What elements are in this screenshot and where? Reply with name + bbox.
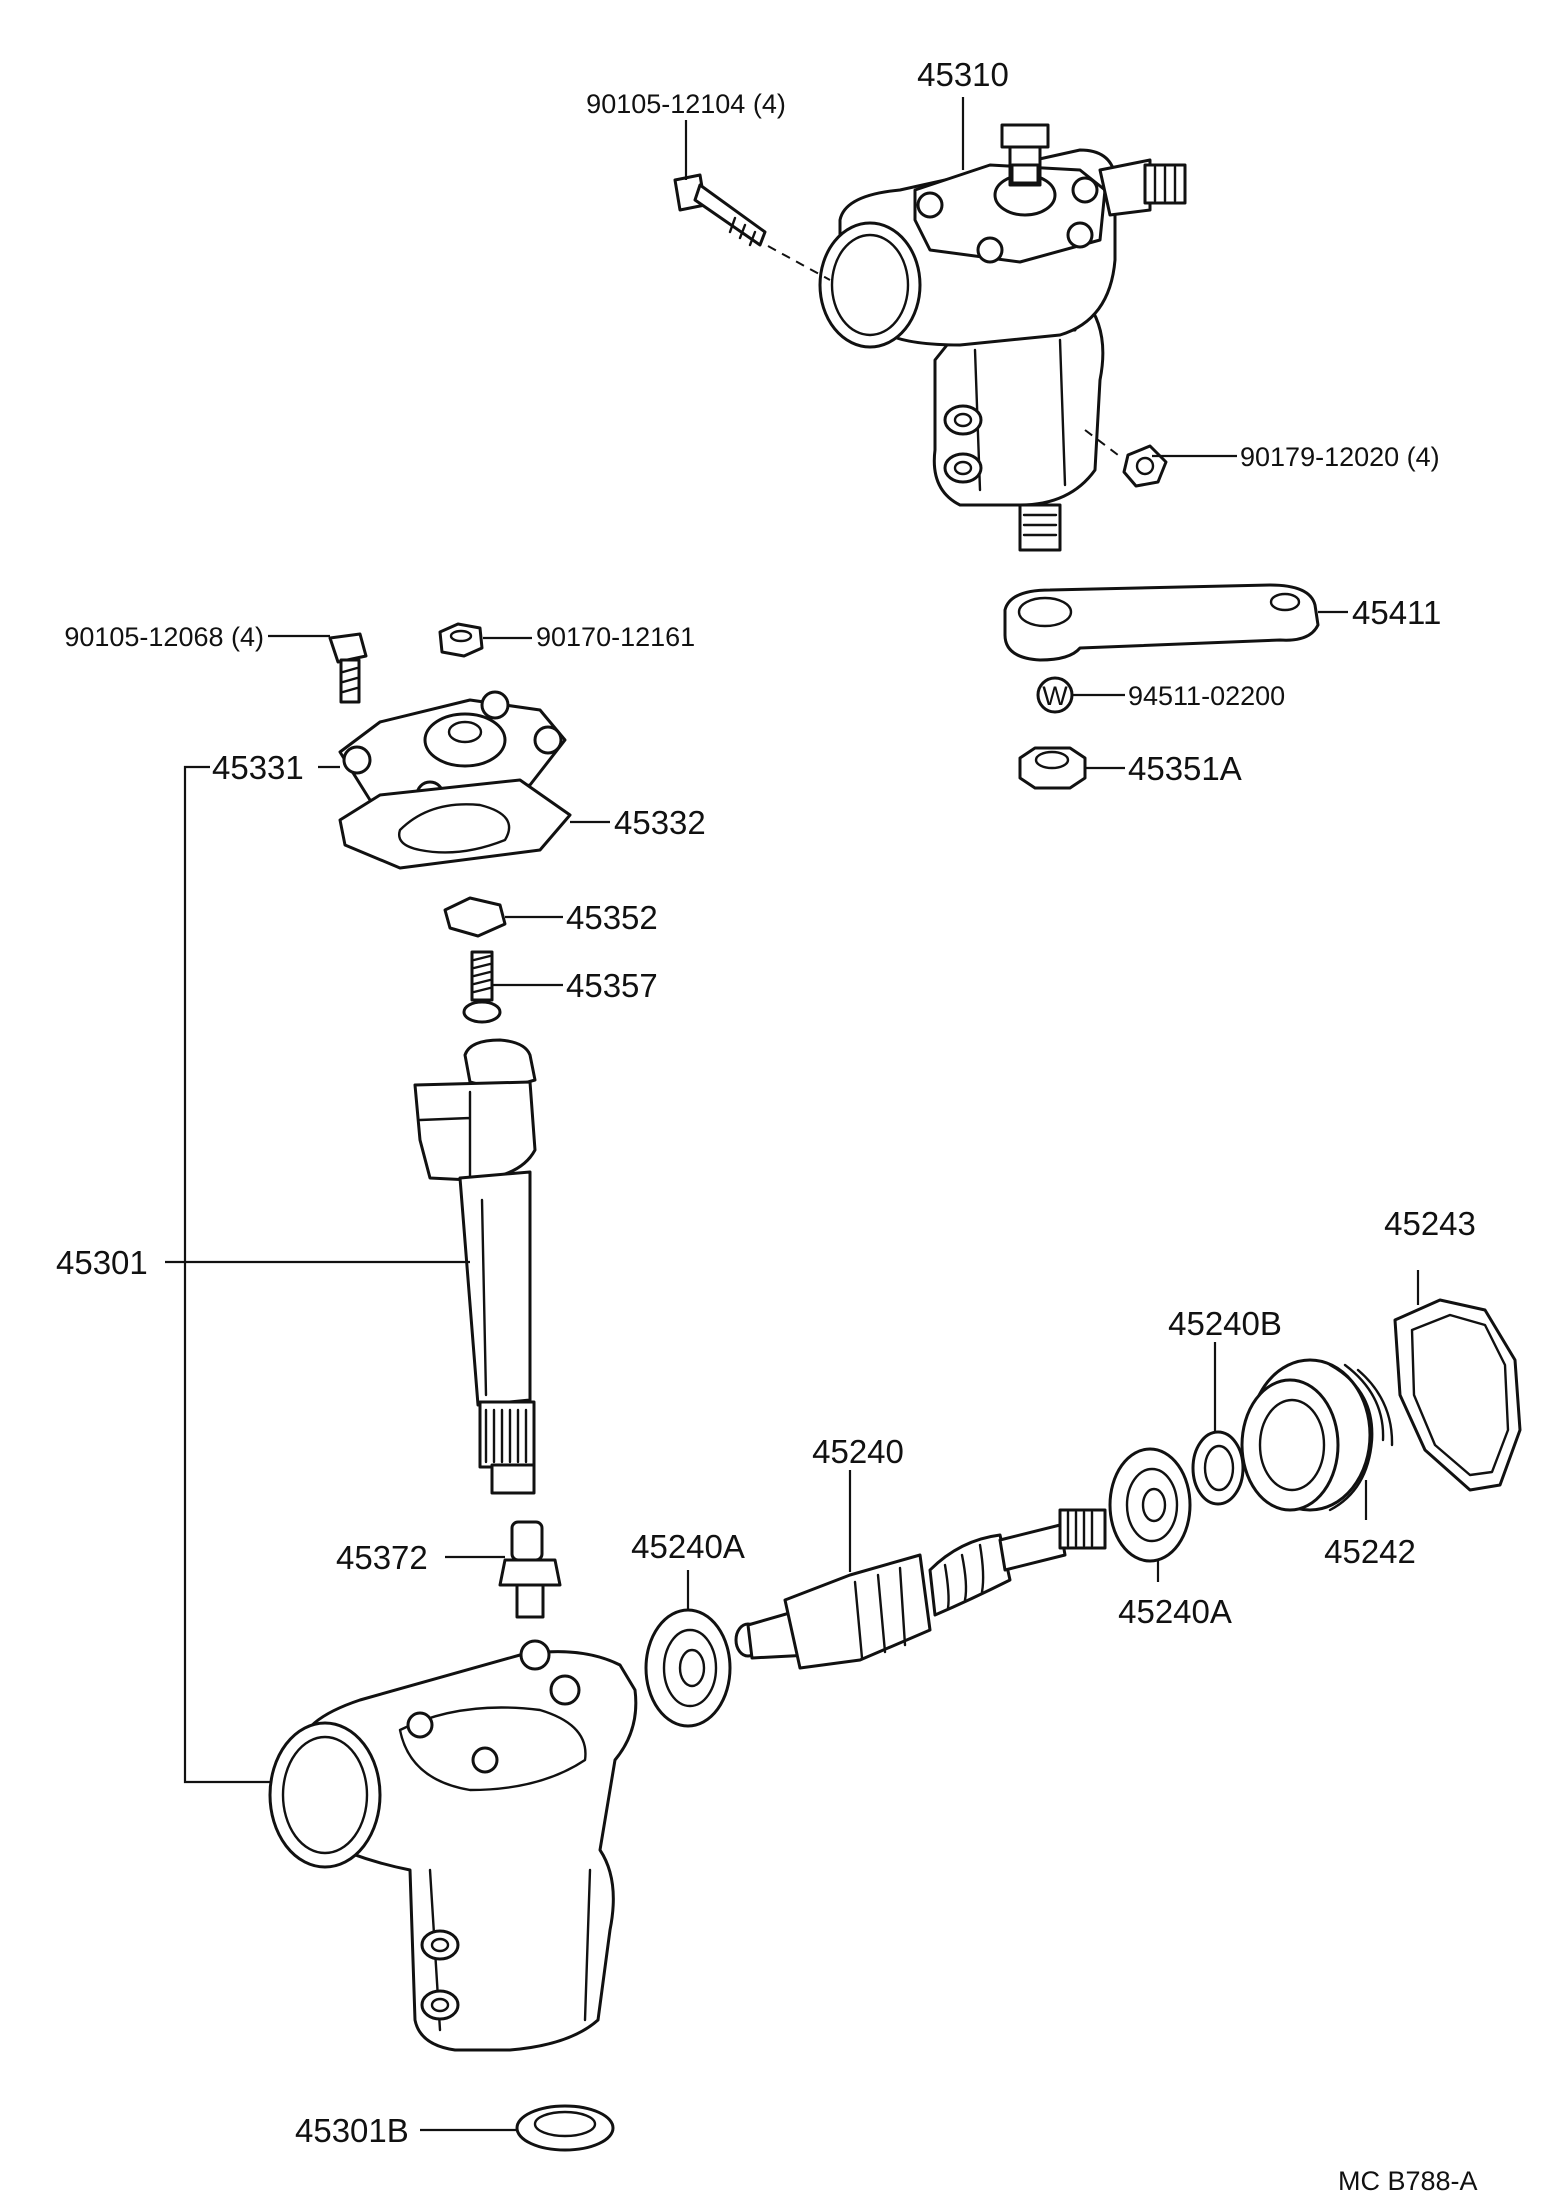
- label-45240a-left: 45240A: [631, 1528, 745, 1565]
- label-45301: 45301: [56, 1244, 148, 1281]
- nut-90179-12020-drawing: [1122, 444, 1168, 488]
- diagram-code: MC B788-A: [1338, 2166, 1478, 2196]
- locknut-45243-drawing: [1393, 1298, 1522, 1492]
- washer-symbol: W: [1042, 681, 1068, 711]
- adjusting-plate-45352-drawing: [443, 896, 507, 938]
- label-45351a: 45351A: [1128, 750, 1242, 787]
- label-45411: 45411: [1352, 594, 1441, 631]
- label-45310: 45310: [917, 56, 1009, 93]
- label-45240b: 45240B: [1168, 1305, 1282, 1342]
- bearing-45240a-right-drawing: [1108, 1447, 1192, 1563]
- nut-90170-12161-drawing: [438, 622, 484, 658]
- worm-shaft-45240-drawing: [734, 1508, 1107, 1670]
- part-number-labels: 45310 90105-12104 (4) 90179-12020 (4) 45…: [56, 56, 1476, 2149]
- bearing-45240a-left-drawing: [644, 1608, 732, 1728]
- steering-gear-assembly-drawing: [818, 123, 1187, 552]
- plug-45372-drawing: [498, 1520, 562, 1619]
- label-45331: 45331: [212, 749, 304, 786]
- label-45301b: 45301B: [295, 2112, 409, 2149]
- label-45357: 45357: [566, 967, 658, 1004]
- gear-housing-drawing: [268, 1639, 638, 2052]
- label-45372: 45372: [336, 1539, 428, 1576]
- label-90179-12020: 90179-12020 (4): [1240, 442, 1440, 472]
- oil-seal-45301b-drawing: [515, 2104, 615, 2152]
- label-94511-02200: 94511-02200: [1128, 681, 1285, 711]
- bolt-90105-12104-drawing: [673, 173, 767, 247]
- lock-washer-94511-02200-drawing: W: [1036, 676, 1074, 714]
- label-90105-12104: 90105-12104 (4): [586, 89, 786, 119]
- label-45240: 45240: [812, 1433, 904, 1470]
- adjusting-screw-45357-drawing: [462, 950, 502, 1024]
- sector-shaft-45301-drawing: [413, 1038, 537, 1495]
- label-45332: 45332: [614, 804, 706, 841]
- bearing-race-45240b-drawing: [1191, 1430, 1245, 1506]
- nut-45351a-drawing: [1018, 746, 1087, 790]
- label-90105-12068: 90105-12068 (4): [64, 622, 264, 652]
- pitman-arm-drawing: [1003, 583, 1320, 662]
- label-45243: 45243: [1384, 1205, 1476, 1242]
- label-45242: 45242: [1324, 1533, 1416, 1570]
- adjusting-screw-45242-drawing: [1240, 1358, 1394, 1512]
- leader-lines: [165, 97, 1420, 2132]
- label-90170-12161: 90170-12161: [536, 622, 695, 652]
- gasket-45332-drawing: [338, 778, 572, 870]
- bolt-90105-12068-drawing: [328, 632, 368, 704]
- label-45352: 45352: [566, 899, 658, 936]
- label-45240a-right: 45240A: [1118, 1593, 1232, 1630]
